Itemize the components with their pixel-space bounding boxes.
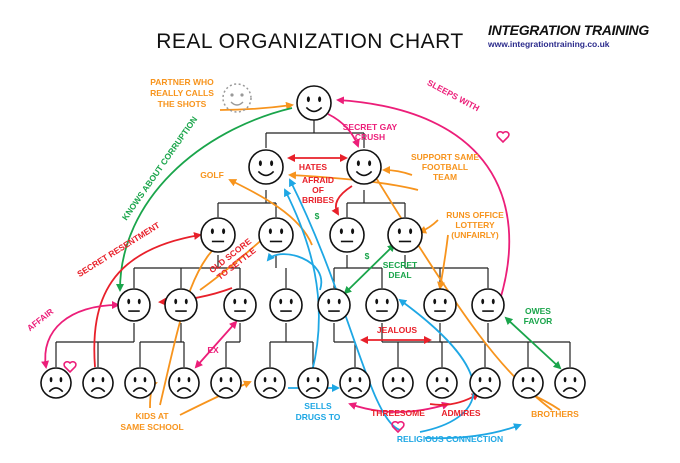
arrow-secret-deal — [343, 243, 396, 295]
neutral-face-icon — [269, 288, 303, 322]
heart-icon — [496, 130, 510, 144]
neutral-face-icon — [317, 288, 351, 322]
heart-icon — [391, 420, 405, 434]
neutral-face-icon — [423, 288, 457, 322]
neutral-face-icon — [365, 288, 399, 322]
label-knows-corruption: KNOWS ABOUT CORRUPTION — [120, 114, 200, 222]
sad-face-icon — [254, 367, 286, 399]
label-religious: RELIGIOUS CONNECTION — [397, 434, 503, 444]
chart-title: REAL ORGANIZATION CHART — [156, 30, 464, 53]
neutral-face-icon — [117, 288, 151, 322]
label-admires: ADMIRES — [441, 408, 481, 418]
arrow-sleeps-with — [336, 96, 511, 301]
label-dollar-1: $ — [315, 211, 320, 221]
arrow-support-team — [382, 166, 413, 176]
arrow-religious-3 — [424, 423, 522, 440]
arrow-sells-drugs-2 — [284, 188, 320, 373]
heart-icon — [63, 360, 77, 374]
sad-face-icon — [124, 367, 156, 399]
sad-face-icon — [554, 367, 586, 399]
label-golf: GOLF — [200, 170, 224, 180]
arrow-admires — [429, 392, 480, 406]
brand-name: INTEGRATION TRAINING — [488, 22, 649, 38]
happy-face-icon — [248, 149, 284, 185]
label-dollar-2: $ — [365, 251, 370, 261]
arrow-lottery-2 — [418, 219, 439, 234]
sad-face-icon — [469, 367, 501, 399]
neutral-face-icon — [387, 217, 423, 253]
faces — [40, 85, 586, 399]
label-brothers: BROTHERS — [531, 409, 579, 419]
neutral-face-icon — [200, 217, 236, 253]
arrow-religious — [289, 178, 401, 431]
sad-face-icon — [426, 367, 458, 399]
sad-face-icon — [40, 367, 72, 399]
label-sleeps-with: SLEEPS WITH — [426, 77, 482, 113]
arrow-partner — [219, 101, 294, 111]
arrow-ex — [194, 320, 238, 369]
sad-face-icon — [82, 367, 114, 399]
arrow-owes-favor — [504, 316, 562, 370]
arrow-affair — [41, 301, 120, 369]
neutral-face-icon — [471, 288, 505, 322]
arrow-golf — [228, 179, 313, 246]
arrow-knows-corruption — [116, 107, 293, 292]
label-threesome: THREESOME — [371, 408, 425, 418]
label-ex: EX — [207, 345, 219, 355]
partner-smiley-icon — [222, 83, 252, 113]
arrow-old-score — [199, 234, 268, 291]
arrow-sells-drugs-3 — [266, 252, 323, 291]
label-jealous: JEALOUS — [377, 325, 417, 335]
neutral-face-icon — [258, 217, 294, 253]
brand-url: www.integrationtraining.co.uk — [488, 39, 610, 49]
sad-face-icon — [382, 367, 414, 399]
brand-logo: INTEGRATION TRAINING www.integrationtrai… — [488, 22, 668, 49]
heart-icon-group — [63, 130, 510, 434]
sad-face-icon — [512, 367, 544, 399]
label-hates: HATES — [299, 162, 328, 172]
neutral-face-icon — [223, 288, 257, 322]
neutral-face-icon — [329, 217, 365, 253]
sad-face-icon — [339, 367, 371, 399]
neutral-face-icon — [164, 288, 198, 322]
sad-face-icon — [297, 367, 329, 399]
arrow-kids-school-2 — [179, 380, 252, 416]
sad-face-icon — [168, 367, 200, 399]
arrow-threesome — [348, 401, 450, 413]
sad-face-icon — [210, 367, 242, 399]
label-affair: AFFAIR — [25, 306, 55, 333]
arrow-lottery — [437, 234, 449, 290]
arrow-afraid-bribes — [331, 185, 353, 216]
happy-face-icon — [346, 149, 382, 185]
label-secret-resentment: SECRET RESENTMENT — [75, 220, 162, 279]
arrow-gay-crush — [327, 113, 360, 148]
happy-face-icon — [296, 85, 332, 121]
